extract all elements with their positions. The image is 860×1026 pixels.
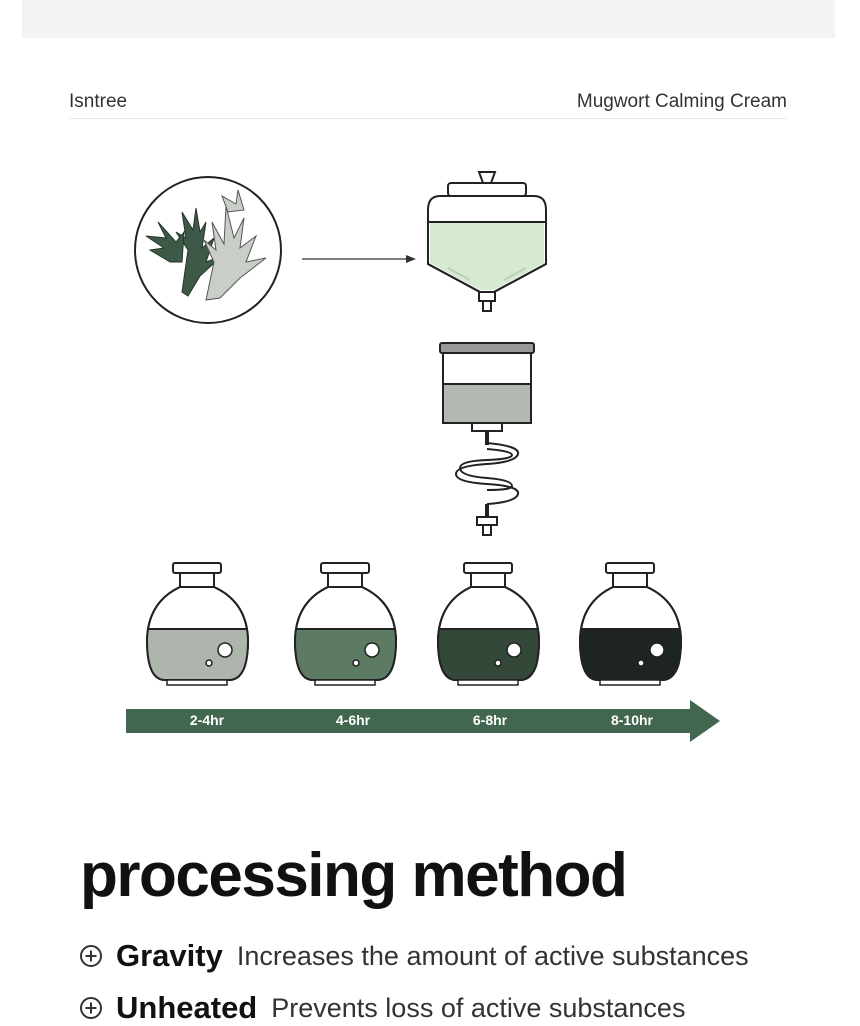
timeline-label-1: 2-4hr — [189, 712, 225, 728]
plus-circle-icon — [80, 997, 102, 1019]
mugwort-icon — [134, 176, 282, 324]
method-name: Unheated — [116, 990, 258, 1025]
method-item-unheated: Unheated Prevents loss of active substan… — [80, 990, 685, 1026]
flask-1 — [145, 562, 250, 686]
brand-name: Isntree — [69, 91, 128, 112]
arrow-icon — [302, 255, 416, 263]
method-name: Gravity — [116, 938, 223, 973]
distiller-icon — [439, 342, 535, 536]
method-description: Prevents loss of active substances — [271, 992, 686, 1023]
section-title: processing method — [80, 841, 628, 910]
flask-3 — [436, 562, 541, 686]
product-name: Mugwort Calming Cream — [576, 91, 787, 112]
page-header: Isntree Mugwort Calming Cream — [69, 86, 787, 119]
process-diagram — [126, 171, 720, 742]
method-item-gravity: Gravity Increases the amount of active s… — [80, 938, 749, 974]
timeline-arrow — [126, 700, 720, 742]
flask-4 — [578, 562, 683, 686]
flask-2 — [293, 562, 398, 686]
method-description: Increases the amount of active substance… — [236, 940, 749, 971]
extraction-tank-icon — [427, 171, 547, 312]
plus-circle-icon — [80, 945, 102, 967]
timeline-label-3: 6-8hr — [472, 712, 508, 728]
timeline-label-4: 8-10hr — [610, 712, 654, 728]
timeline-label-2: 4-6hr — [335, 712, 371, 728]
top-banner — [22, 0, 835, 38]
